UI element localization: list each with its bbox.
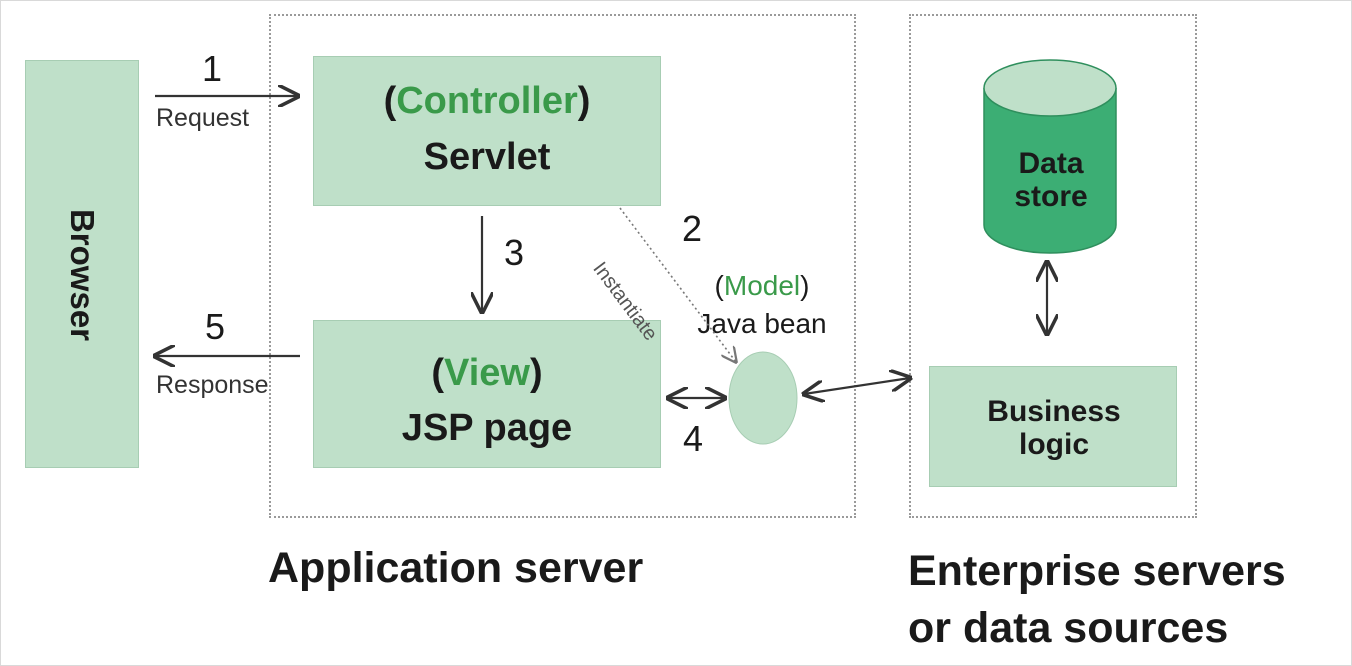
step-1-number: 1 — [201, 48, 223, 89]
enterprise-region — [909, 14, 1197, 518]
data-store-line1: Data — [1018, 147, 1084, 180]
controller-role-label: Controller — [396, 80, 578, 122]
request-label: Request — [156, 104, 250, 132]
application-server-region — [269, 14, 856, 518]
servlet-label: Servlet — [423, 136, 551, 178]
application-server-caption: Application server — [268, 544, 644, 592]
jsp-box — [313, 320, 661, 468]
browser-box — [25, 60, 139, 468]
view-role: (View) — [431, 352, 543, 394]
step-5-number: 5 — [204, 306, 226, 347]
enterprise-caption-line1: Enterprise servers — [908, 547, 1286, 595]
business-logic-line1: Business — [987, 395, 1121, 428]
instantiate-arrow — [619, 207, 736, 362]
step-3-number: 3 — [503, 232, 525, 273]
bean-business-arrow — [804, 378, 910, 394]
enterprise-caption-line2: or data sources — [908, 604, 1229, 652]
model-role-label: Model — [723, 270, 801, 301]
business-logic-line2: logic — [1018, 428, 1090, 461]
jsp-label: JSP page — [401, 407, 573, 449]
view-role-label: View — [444, 352, 530, 394]
step-2-number: 2 — [681, 208, 703, 249]
java-bean-ellipse — [728, 351, 798, 445]
data-store-cylinder — [983, 59, 1117, 254]
response-label: Response — [156, 371, 269, 399]
controller-role: (Controller) — [383, 80, 591, 122]
servlet-box — [313, 56, 661, 206]
data-store-line2: store — [1014, 180, 1088, 213]
model-role: (Model) — [714, 270, 810, 301]
step-4-number: 4 — [682, 418, 704, 459]
java-bean-label: Java bean — [697, 308, 827, 339]
business-logic-box — [929, 366, 1177, 487]
